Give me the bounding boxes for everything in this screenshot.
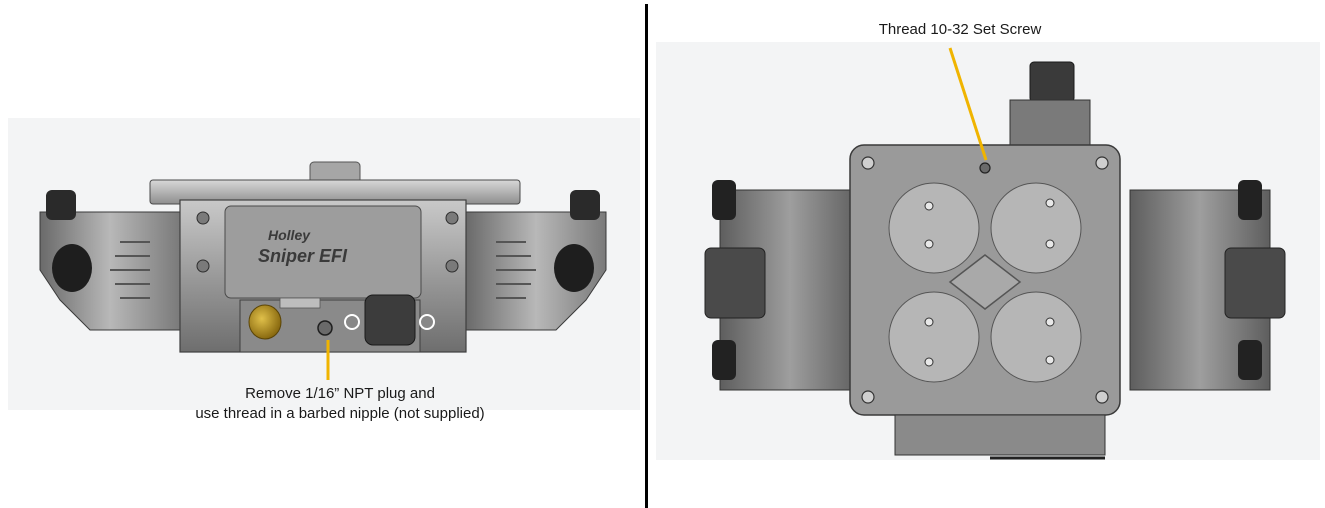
right-rail-fins xyxy=(496,241,536,299)
left-rail-block xyxy=(704,247,766,319)
center-boss xyxy=(948,254,1022,310)
brand-logo-text: Holley xyxy=(268,227,311,243)
sensor-connector-icon xyxy=(1029,61,1075,103)
set-screw-callout: Thread 10-32 Set Screw xyxy=(800,20,1120,40)
linkage-detail xyxy=(279,297,321,309)
tps-sensor-icon xyxy=(364,294,416,346)
right-fuel-inlet-icon xyxy=(554,244,594,292)
throttle-bores xyxy=(888,182,1082,383)
ecu-cover xyxy=(224,205,422,299)
panel-divider xyxy=(645,4,648,508)
product-logo-text: Sniper EFI xyxy=(258,246,348,266)
fuel-fittings xyxy=(712,180,1262,380)
top-view-panel: Thread 10-32 Set Screw xyxy=(650,0,1325,508)
vacuum-port-icon xyxy=(317,320,333,336)
left-fuel-inlet-icon xyxy=(52,244,92,292)
right-top-fitting-icon xyxy=(570,190,600,220)
throttle-plate-screws xyxy=(924,198,1055,367)
sensor-screw-left-icon xyxy=(344,314,360,330)
throttle-body-top-view xyxy=(656,42,1320,460)
left-top-fitting-icon xyxy=(46,190,76,220)
right-callout-arrow xyxy=(948,47,988,161)
set-screw-port-icon xyxy=(979,162,991,174)
throttle-body-side-view: Holley Sniper EFI xyxy=(8,118,640,410)
callout-line-2: use thread in a barbed nipple (not suppl… xyxy=(195,405,485,422)
cover-screws xyxy=(196,211,459,273)
callout-line-1: Remove 1/16” NPT plug and xyxy=(245,385,435,402)
side-view-panel: Holley Sniper EFI Remove 1/16” NPT plug … xyxy=(0,0,646,508)
right-rail-block xyxy=(1224,247,1286,319)
base-plate-bolts xyxy=(861,156,1109,404)
npt-plug-callout: Remove 1/16” NPT plug and use thread in … xyxy=(130,384,550,424)
npt-plug-icon xyxy=(248,304,282,340)
linkage-assembly xyxy=(894,414,1106,456)
callout-text: Thread 10-32 Set Screw xyxy=(878,21,1042,38)
sensor-screw-right-icon xyxy=(419,314,435,330)
left-rail-fins xyxy=(110,241,150,299)
